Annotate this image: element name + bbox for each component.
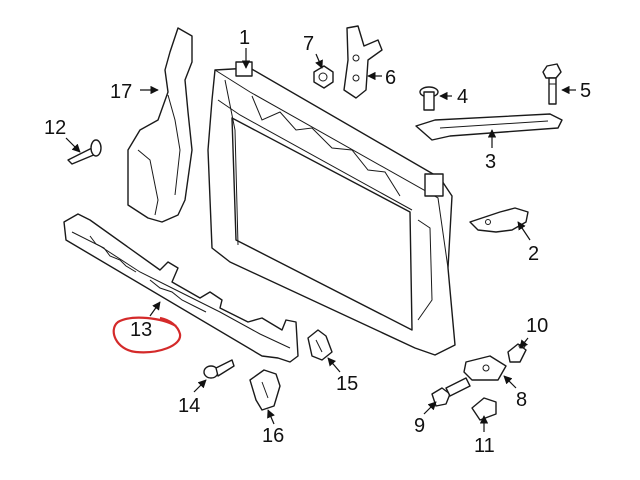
callout-7: 7 <box>303 33 314 55</box>
callout-4: 4 <box>457 86 468 108</box>
callout-12: 12 <box>44 117 66 139</box>
push-pin[interactable] <box>67 139 102 165</box>
callout-2: 2 <box>528 243 539 265</box>
bolt-small[interactable] <box>419 86 439 111</box>
retainer-bracket[interactable] <box>307 329 333 361</box>
side-air-guide[interactable] <box>127 27 193 223</box>
small-bracket[interactable] <box>469 207 529 233</box>
callout-10: 10 <box>526 315 548 337</box>
highlight-circle <box>112 316 182 354</box>
screw[interactable] <box>203 359 235 379</box>
callout-3: 3 <box>485 151 496 173</box>
callout-9: 9 <box>414 415 425 437</box>
plate-bracket[interactable] <box>463 355 507 381</box>
callout-11: 11 <box>474 435 495 457</box>
mounting-clip[interactable] <box>471 397 497 421</box>
callout-1: 1 <box>239 27 250 49</box>
leader-lines <box>65 48 576 432</box>
callout-14: 14 <box>178 395 200 417</box>
callout-8: 8 <box>516 389 527 411</box>
callout-15: 15 <box>336 373 358 395</box>
clip-nut[interactable] <box>313 65 334 89</box>
air-deflector-panel[interactable] <box>63 213 299 363</box>
rivet-nut[interactable] <box>507 343 527 363</box>
reinforcement-bar[interactable] <box>415 113 563 141</box>
callout-13: 13 <box>130 319 152 341</box>
callout-17: 17 <box>110 81 132 103</box>
flange-bolt[interactable] <box>431 377 471 407</box>
radiator-support-frame[interactable] <box>207 61 456 356</box>
callout-5: 5 <box>580 80 591 102</box>
mounting-bracket[interactable] <box>343 25 383 99</box>
callout-6: 6 <box>385 67 396 89</box>
bolt-long[interactable] <box>542 63 562 105</box>
lower-bracket[interactable] <box>249 369 281 411</box>
callout-16: 16 <box>262 425 284 447</box>
